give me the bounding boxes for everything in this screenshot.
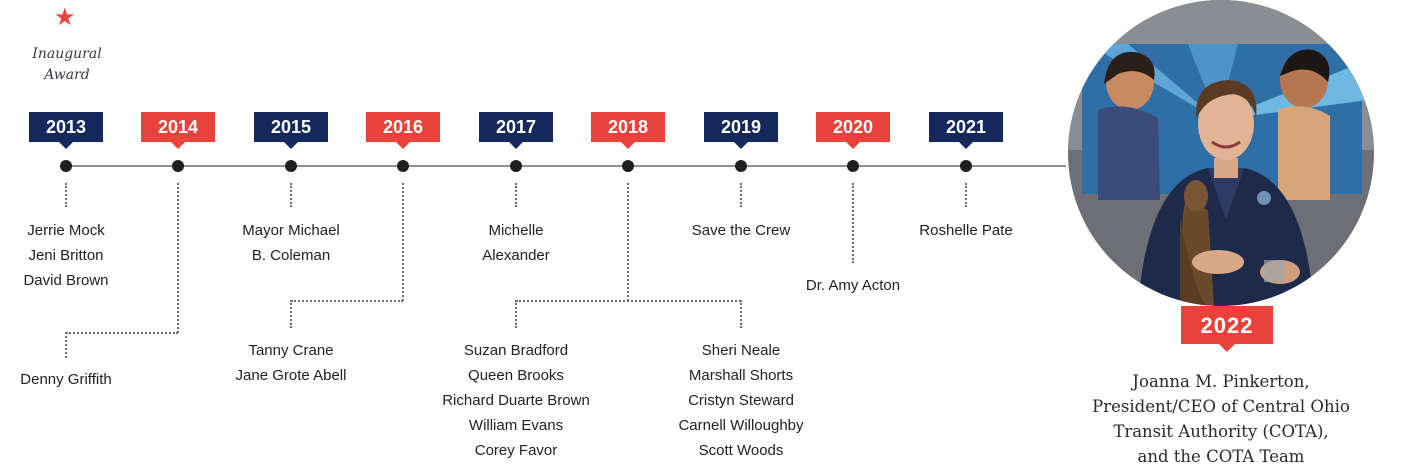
inaugural-line-1: Inaugural (32, 46, 102, 62)
honorees-2021: Roshelle Pate (891, 218, 1041, 243)
connector-2018-left-drop (515, 300, 517, 328)
connector-2021 (965, 183, 967, 207)
timeline-dot-2021 (960, 160, 972, 172)
honoree-name: Denny Griffith (20, 371, 112, 388)
honorees-2014: Denny Griffith (0, 367, 141, 392)
honoree-name: Corey Favor (474, 442, 558, 459)
featured-year-badge: 2022 (1181, 306, 1273, 352)
connector-2016-vertical (402, 183, 404, 301)
honorees-2018-right: Sheri Neale Marshall Shorts Cristyn Stew… (646, 338, 836, 463)
honoree-name: Save the Crew (691, 222, 791, 239)
inaugural-line-2: Award (44, 67, 90, 83)
year-badge-2015: 2015 (254, 112, 328, 149)
timeline-dot-2019 (735, 160, 747, 172)
connector-2016-horizontal (291, 300, 403, 302)
honoree-photo (1068, 0, 1374, 306)
honoree-name: Jane Grote Abell (235, 367, 347, 384)
honoree-name: Cristyn Steward (688, 392, 794, 409)
year-badge-2018: 2018 (591, 112, 665, 149)
honorees-2019: Save the Crew (666, 218, 816, 243)
connector-2018-vertical (627, 183, 629, 301)
honoree-name: Scott Woods (698, 442, 784, 459)
honorees-2018-left: Suzan Bradford Queen Brooks Richard Duar… (416, 338, 616, 463)
timeline-dot-2013 (60, 160, 72, 172)
honorees-2015: Mayor Michael B. Coleman (206, 218, 376, 268)
honorees-2016: Tanny Crane Jane Grote Abell (206, 338, 376, 388)
timeline-dot-2015 (285, 160, 297, 172)
connector-2014-vertical (177, 183, 179, 333)
timeline-dot-2020 (847, 160, 859, 172)
year-badge-2013: 2013 (29, 112, 103, 149)
honoree-name: Tanny Crane (248, 342, 334, 359)
honoree-name: Jerrie Mock (27, 222, 105, 239)
year-badge-2019: 2019 (704, 112, 778, 149)
caption-line: and the COTA Team (1137, 447, 1305, 466)
year-badge-2017: 2017 (479, 112, 553, 149)
timeline-dot-2014 (172, 160, 184, 172)
connector-2015 (290, 183, 292, 207)
honoree-name: Suzan Bradford (463, 342, 569, 359)
connector-2014-drop (65, 332, 67, 358)
honoree-name: William Evans (468, 417, 564, 434)
connector-2018-horizontal (516, 300, 741, 302)
honoree-name: Sheri Neale (701, 342, 781, 359)
connector-2017 (515, 183, 517, 207)
timeline-dot-2016 (397, 160, 409, 172)
honoree-name: Alexander (482, 247, 550, 264)
honoree-name: Mayor Michael (242, 222, 340, 239)
connector-2019 (740, 183, 742, 207)
honoree-name: Queen Brooks (468, 367, 564, 384)
honoree-name: Jeni Britton (28, 247, 104, 264)
timeline-dot-2018 (622, 160, 634, 172)
timeline-dot-2017 (510, 160, 522, 172)
honorees-2013: Jerrie Mock Jeni Britton David Brown (0, 218, 141, 293)
timeline-axis (66, 165, 1066, 167)
year-badge-2021: 2021 (929, 112, 1003, 149)
year-badge-2014: 2014 (141, 112, 215, 149)
year-badge-2016: 2016 (366, 112, 440, 149)
year-badge-2020: 2020 (816, 112, 890, 149)
inaugural-award-label: Inaugural Award (20, 44, 114, 86)
caption-line: Joanna M. Pinkerton, (1132, 372, 1310, 391)
honoree-name: Michelle (488, 222, 544, 239)
honoree-name: B. Coleman (251, 247, 331, 264)
honoree-name: Roshelle Pate (919, 222, 1013, 239)
connector-2013 (65, 183, 67, 207)
star-icon: ★ (54, 3, 76, 31)
honorees-2020: Dr. Amy Acton (778, 273, 928, 298)
honoree-name: Dr. Amy Acton (805, 277, 901, 294)
connector-2020 (852, 183, 854, 263)
honoree-name: Richard Duarte Brown (442, 392, 590, 409)
connector-2016-drop (290, 300, 292, 328)
honorees-2017: Michelle Alexander (441, 218, 591, 268)
honoree-name: Marshall Shorts (688, 367, 794, 384)
honoree-name: David Brown (23, 272, 109, 289)
connector-2014-horizontal (66, 332, 178, 334)
honoree-name: Carnell Willoughby (678, 417, 804, 434)
portrait-illustration (1068, 0, 1374, 306)
caption-line: President/CEO of Central Ohio (1092, 397, 1350, 416)
featured-caption: Joanna M. Pinkerton, President/CEO of Ce… (1040, 369, 1402, 469)
connector-2018-right-drop (740, 300, 742, 328)
caption-line: Transit Authority (COTA), (1113, 422, 1329, 441)
